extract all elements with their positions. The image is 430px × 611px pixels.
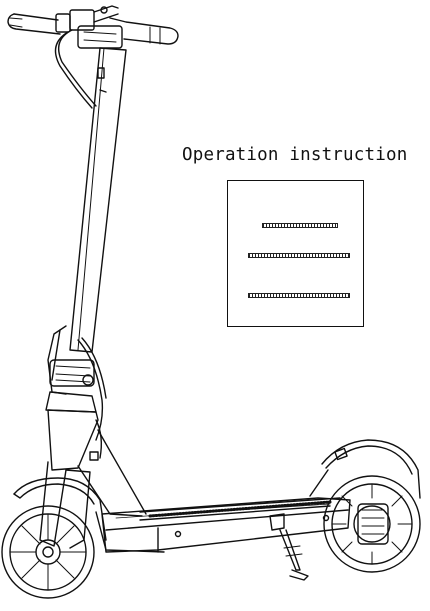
handlebar <box>7 5 179 49</box>
front-fork <box>13 461 107 549</box>
operation-menu-panel <box>227 180 364 327</box>
head-tube <box>47 409 103 471</box>
deck <box>101 497 351 553</box>
rear-wheel <box>323 475 421 573</box>
menu-line-top <box>262 223 338 228</box>
brake-cable <box>54 29 107 441</box>
kickstand <box>269 513 309 581</box>
menu-line-middle <box>248 253 350 258</box>
rear-fender <box>309 439 421 499</box>
steering-stem <box>69 47 127 353</box>
operation-instruction-caption: Operation instruction <box>182 145 408 165</box>
menu-line-bottom <box>248 293 350 298</box>
front-wheel <box>1 505 95 599</box>
